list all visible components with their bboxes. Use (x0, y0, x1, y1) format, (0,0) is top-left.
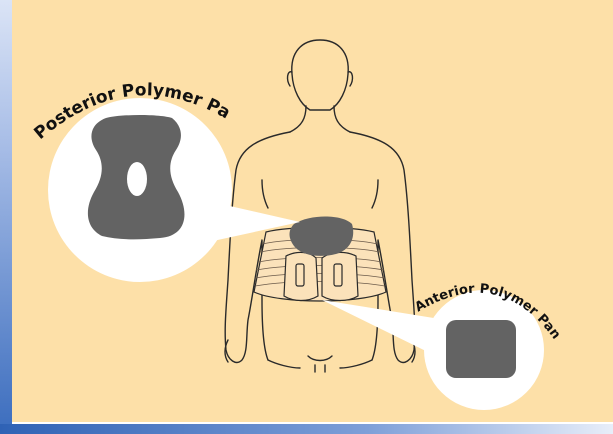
bottom-edge-line (12, 422, 613, 424)
anterior-panel-shape (446, 320, 516, 378)
posterior-panel-hole (127, 162, 147, 196)
anterior-pocket-left (284, 252, 318, 300)
left-edge-strip (0, 0, 12, 426)
bottom-edge-strip (0, 424, 613, 434)
anterior-pocket-right (322, 252, 358, 300)
head-outline (292, 40, 348, 110)
posterior-panel-small (290, 217, 354, 256)
